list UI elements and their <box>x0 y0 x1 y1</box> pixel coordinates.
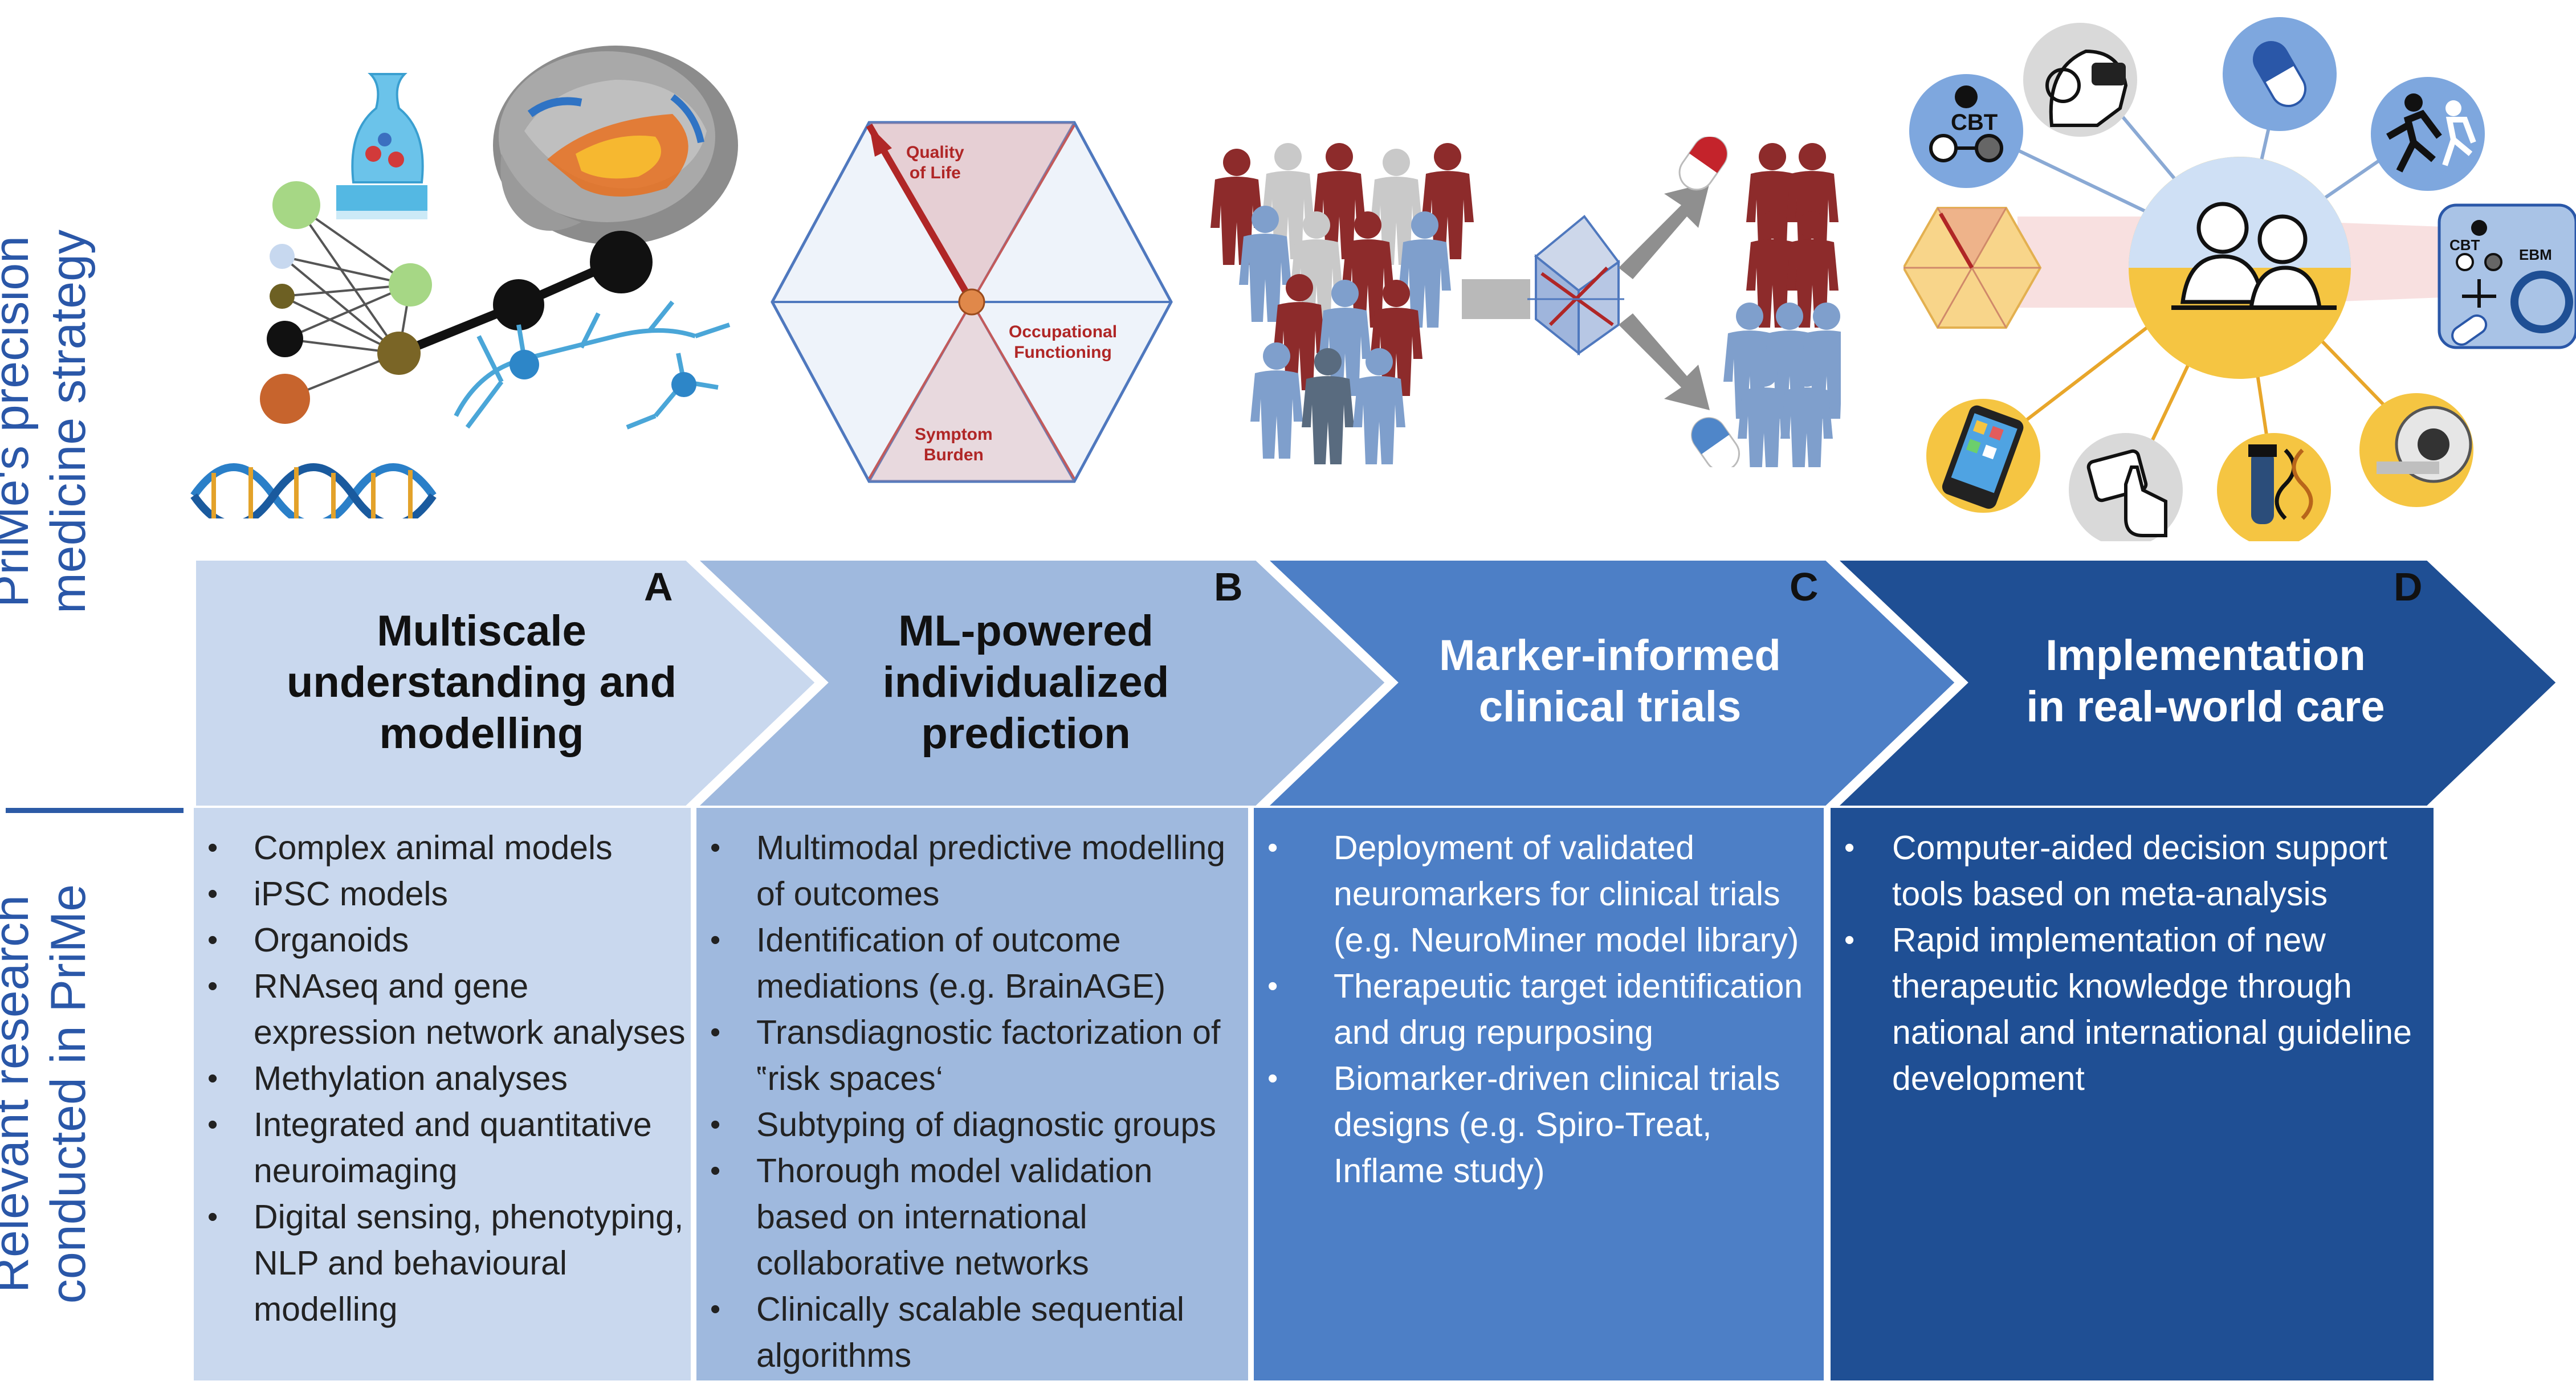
stage-c-research-box: Deployment of validated neuromarkers for… <box>1254 808 1824 1380</box>
neuron-soma-icon <box>671 372 696 397</box>
stage-c-letter: C <box>1790 565 1819 609</box>
origin-point-icon <box>958 288 985 316</box>
network-node-icon <box>377 332 421 375</box>
list-item: Digital sensing, phenotyping, NLP and be… <box>194 1194 691 1333</box>
stage-b-research-box: Multimodal predictive modelling of outco… <box>696 808 1248 1380</box>
strategy-chevron-banner <box>191 556 2559 810</box>
stage-a-chevron <box>191 556 821 810</box>
network-node-icon <box>267 321 303 357</box>
list-item: Computer-aided decision support tools ba… <box>1831 825 2422 917</box>
list-item: Subtyping of diagnostic groups <box>696 1102 1248 1148</box>
list-item: Integrated and quantitative neuroimaging <box>194 1102 691 1194</box>
side-divider <box>6 808 184 813</box>
list-item: Biomarker-driven clinical trials designs… <box>1254 1056 1807 1194</box>
research-label-line-2: conducted in PriMe <box>41 884 96 1304</box>
quality-of-life-arrow <box>866 123 975 304</box>
list-item: Multimodal predictive modelling of outco… <box>696 825 1248 917</box>
stage-a-research-box: Complex animal models iPSC models Organo… <box>194 808 691 1380</box>
stage-d-research-list: Computer-aided decision support tools ba… <box>1831 825 2434 1102</box>
stage-a-letter: A <box>644 565 673 609</box>
list-item: Organoids <box>194 917 691 963</box>
list-item: Therapeutic target identification and dr… <box>1254 963 1807 1056</box>
network-node-icon <box>493 279 544 330</box>
prediction-hexagon-diagram <box>771 121 1173 483</box>
list-item: Clinically scalable sequential algorithm… <box>696 1286 1248 1379</box>
network-node-icon <box>272 181 320 229</box>
pill-red-icon <box>1678 137 1728 191</box>
list-item: Identification of outcome mediations (e.… <box>696 917 1248 1010</box>
stage-a-research-list: Complex animal models iPSC models Organo… <box>194 825 691 1333</box>
list-item: Methylation analyses <box>194 1056 691 1102</box>
arrow-down-icon <box>1619 313 1710 410</box>
network-node-icon <box>389 263 432 307</box>
arrow-up-icon <box>1619 182 1710 279</box>
evidence-based-medicine-icon <box>2438 203 2576 349</box>
list-item: Thorough model validation based on inter… <box>696 1148 1248 1286</box>
research-label-line-1: Relevant research <box>0 895 39 1293</box>
stage-c-research-list: Deployment of validated neuromarkers for… <box>1254 825 1824 1194</box>
list-item: Transdiagnostic factorization of ‟risk s… <box>696 1010 1248 1102</box>
prediction-hexagon-small-icon <box>1904 207 2042 329</box>
flow-arrow-shaft <box>1462 279 1530 319</box>
care-implementation-illustration <box>1904 17 2576 541</box>
cbt-label: CBT <box>1951 110 1998 135</box>
synapse-icon <box>333 73 430 224</box>
ebm-label: EBM <box>2519 246 2552 263</box>
pill-blue-icon <box>1691 417 1740 467</box>
stage-b-letter: B <box>1214 565 1243 609</box>
network-node-icon <box>590 231 653 293</box>
list-item: RNAseq and gene expression network analy… <box>194 963 691 1056</box>
list-item: Rapid implementation of new therapeutic … <box>1831 917 2422 1102</box>
cbt-small-label: CBT <box>2449 236 2480 254</box>
stage-d-research-box: Computer-aided decision support tools ba… <box>1831 808 2434 1380</box>
network-node-icon <box>260 374 310 424</box>
network-node-icon <box>270 284 295 309</box>
brain-icon <box>493 46 738 245</box>
list-item: Deployment of validated neuromarkers for… <box>1254 825 1807 963</box>
list-item: Complex animal models <box>194 825 691 871</box>
stage-c-chevron <box>1258 556 1961 810</box>
neuron-icon <box>454 300 731 430</box>
network-node-icon <box>270 244 295 269</box>
trial-stratification-illustration <box>1210 137 1841 467</box>
neuron-soma-icon <box>510 350 539 379</box>
list-item: iPSC models <box>194 871 691 917</box>
multiscale-illustration <box>190 46 738 518</box>
stage-b-research-list: Multimodal predictive modelling of outco… <box>696 825 1248 1379</box>
stage-d-letter: D <box>2394 565 2423 609</box>
dna-helix-icon <box>190 463 437 518</box>
